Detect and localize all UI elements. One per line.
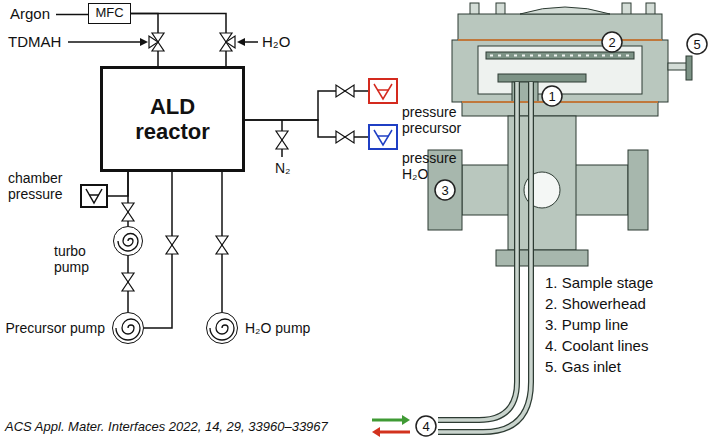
callout-circle [435,180,455,200]
valve-symbol [122,282,134,291]
gauge-symbol [377,135,389,137]
reactor-box: ALD reactor [100,66,245,172]
valve-symbol [149,36,158,48]
cross-tube [462,165,628,215]
inlet-arrowhead [237,38,245,46]
gas-label: Argon [10,5,50,23]
callout-circle [602,32,622,52]
bolt [646,3,655,15]
inlet-arrowhead [140,38,148,46]
gasket [458,39,662,41]
node-label: chamber pressure [8,170,74,202]
node-label: turbo pump [54,243,108,275]
pipe-line [108,172,128,196]
node-label: H₂O pump [245,320,310,336]
bolt [470,3,479,15]
valve-symbol [122,273,134,282]
gas-inlet-tube [668,63,688,70]
caption: ACS Appl. Mater. Interfaces 2022, 14, 29… [5,419,328,435]
valve-symbol [166,245,178,254]
part-list-item: 4. Coolant lines [545,337,648,355]
coolant-in-arrow [402,415,410,425]
valve-symbol [345,131,354,143]
gas-label: H₂O [262,33,290,51]
valve-symbol [226,36,235,48]
bolt [496,3,505,15]
pump-symbol: turbo pump [113,226,143,256]
pump-symbol: Precursor pump [112,312,144,344]
valve-symbol [216,245,228,254]
pressure-gauge: pressure H₂O [368,124,398,150]
callout-number: 4 [422,420,429,433]
pump-symbol [116,319,140,340]
callout-circle [542,86,562,106]
valve-symbol [336,131,345,143]
gauge-symbol [377,89,389,91]
flow-arrow [372,415,410,437]
top-lid [458,14,662,40]
pump-symbol [116,234,234,340]
gas-inlet-valve [686,56,692,80]
valve-symbol [166,236,178,245]
sample-stage [498,74,586,82]
gas-line [244,41,258,43]
reactor-illustration [428,3,692,432]
valve-symbol [122,212,134,221]
callout-number: 1 [548,90,555,103]
valve-symbol [216,236,228,245]
part-list-item: 3. Pump line [545,316,628,334]
node-label: MFC [95,6,123,21]
gas-label: TDMAH [8,33,61,51]
pipe-line [144,172,172,328]
node-label: ALD reactor [123,94,223,145]
part-list-item: 2. Showerhead [545,295,646,313]
valve-symbol [345,85,354,97]
valve-symbol [336,85,345,97]
coolant-out-arrow [372,427,380,437]
chamber-cavity [478,46,642,94]
pump-symbol [118,234,138,251]
gauge-symbol [374,130,392,145]
pump-symbol [210,319,234,340]
callout-circle [416,416,436,436]
showerhead-holes [490,55,630,57]
top-window [520,7,610,14]
callout-number: 3 [441,184,448,197]
pipe-line [245,91,368,120]
callout-circle [687,34,707,54]
node-label: pressure precursor [402,104,474,136]
bottom-flange [496,250,588,266]
showerhead [486,52,634,59]
pressure-gauge: pressure precursor [368,78,398,104]
gauge-symbol [86,189,102,203]
node-label: Precursor pump [5,320,105,336]
valve-symbol [276,131,288,140]
bolt [622,3,631,15]
valve-symbol [276,140,288,149]
lower-flange [462,102,658,116]
pressure-gauge: chamber pressure [80,184,108,208]
part-list-item: 5. Gas inlet [545,358,621,376]
callout-number: 2 [608,36,615,49]
coolant-out-arrow [380,431,410,434]
pipe-line [131,14,158,67]
pipe-line [131,14,226,67]
valve-symbol [122,203,134,212]
gauge-symbol [374,84,392,99]
gas-line [56,14,88,16]
gas-label: N₂ [275,160,291,177]
gauge-symbol [89,194,99,196]
coolant-in-arrow [372,419,402,422]
part-list-item: 1. Sample stage [545,274,653,292]
callout-number: 5 [693,38,700,51]
process-box: MFC [88,3,131,24]
pump-symbol: H₂O pump [206,312,238,344]
callout-circle [416,32,707,436]
node-label: pressure H₂O [402,150,474,182]
side-flange [628,150,648,230]
gas-line [68,41,141,43]
